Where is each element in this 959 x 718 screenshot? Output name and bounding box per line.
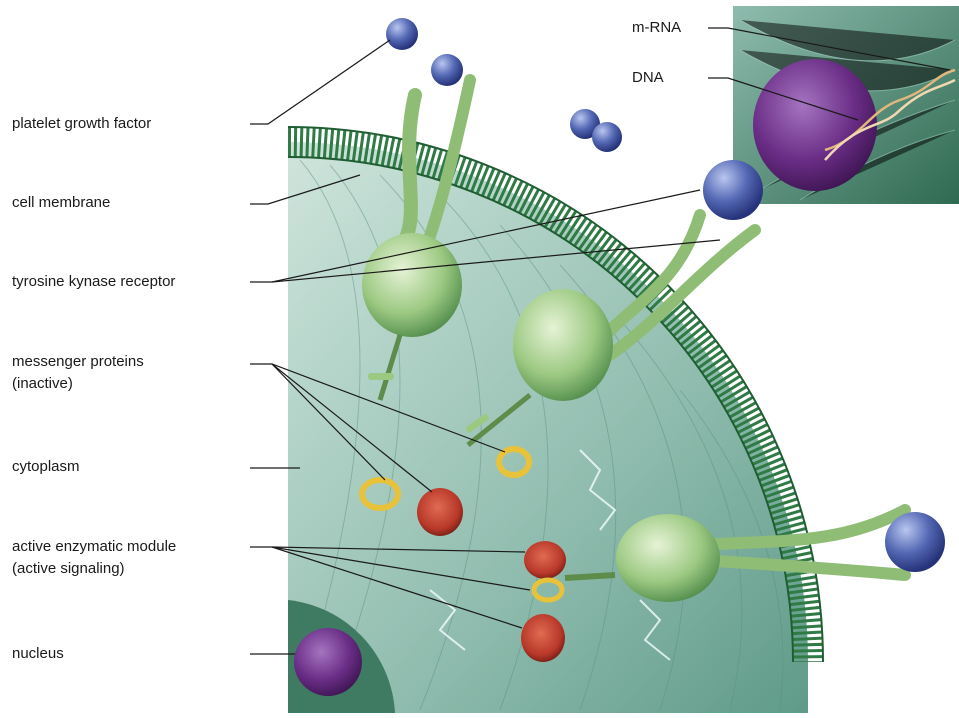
label-active-module: active enzymatic module (active signalin… [12,536,176,580]
growth-factors [386,18,622,152]
label-messenger-proteins-line2: (inactive) [12,373,144,395]
label-active-module-line1: active enzymatic module [12,536,176,558]
label-messenger-proteins: messenger proteins (inactive) [12,351,144,395]
label-messenger-proteins-line1: messenger proteins [12,351,144,373]
label-mrna: m-RNA [632,17,681,39]
label-tyrosine-receptor: tyrosine kynase receptor [12,271,175,293]
label-cell-membrane: cell membrane [12,192,110,214]
label-nucleus: nucleus [12,643,64,665]
inset-nucleus [753,59,877,191]
label-active-module-line2: (active signaling) [12,558,176,580]
label-dna: DNA [632,67,664,89]
label-cytoplasm: cytoplasm [12,456,80,478]
label-platelet-growth-factor: platelet growth factor [12,113,151,135]
